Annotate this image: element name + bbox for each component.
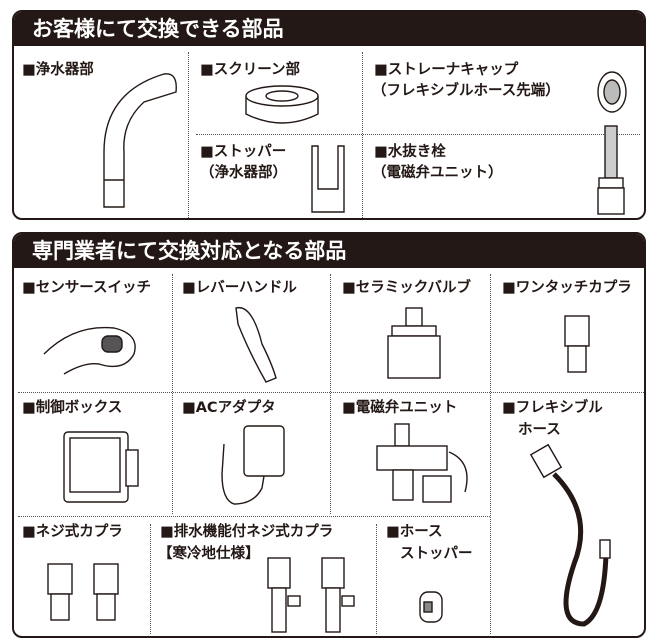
item-label: ■スクリーン部 bbox=[200, 62, 300, 78]
ac-adapter-illustration bbox=[221, 425, 285, 505]
item-label: （浄水器部） bbox=[200, 165, 287, 181]
section-title: 専門業者にて交換対応となる部品 bbox=[14, 234, 644, 268]
item-label: ■セラミックバルブ bbox=[342, 280, 471, 296]
item-label: ■ストレーナキャップ bbox=[374, 62, 519, 78]
screen-illustration bbox=[245, 85, 319, 124]
drain-screw-coupler-illustration bbox=[267, 557, 355, 633]
divider bbox=[490, 274, 491, 634]
solenoid-valve-unit-illustration bbox=[376, 423, 468, 503]
professional-replacement-parts-panel: 専門業者にて交換対応となる部品 ■センサースイッチ ■レバーハンドル ■セラミッ… bbox=[12, 232, 646, 638]
divider bbox=[18, 392, 644, 393]
item-label: ■ホース bbox=[386, 524, 443, 540]
item-label: ■ワンタッチカプラ bbox=[502, 280, 632, 296]
item-label: ■ストッパー bbox=[200, 144, 287, 160]
item-label: ■水抜き栓 bbox=[374, 144, 446, 160]
lever-handle-illustration bbox=[235, 306, 277, 383]
stopper-illustration bbox=[311, 145, 345, 213]
divider bbox=[150, 524, 151, 634]
divider bbox=[330, 274, 331, 514]
item-label: （電磁弁ユニット） bbox=[372, 165, 503, 181]
item-label: ■ACアダプタ bbox=[182, 400, 276, 416]
item-label: ■レバーハンドル bbox=[182, 280, 297, 296]
item-label: 【寒冷地仕様】 bbox=[158, 546, 260, 562]
control-box-illustration bbox=[63, 431, 139, 503]
screw-coupler-illustration bbox=[47, 563, 119, 621]
sensor-switch-illustration bbox=[43, 326, 136, 375]
divider bbox=[188, 52, 189, 218]
flexible-hose-illustration bbox=[529, 443, 611, 627]
divider bbox=[172, 274, 173, 514]
customer-replaceable-parts-panel: お客様にて交換できる部品 ■浄水器部 ■スクリーン部 ■ストッパー （浄水器部）… bbox=[12, 10, 646, 220]
section-title: お客様にて交換できる部品 bbox=[14, 12, 644, 46]
divider bbox=[18, 516, 490, 517]
divider bbox=[376, 524, 377, 634]
item-label: ■排水機能付ネジ式カプラ bbox=[160, 524, 334, 540]
divider bbox=[362, 52, 363, 218]
item-label: ■電磁弁ユニット bbox=[342, 400, 458, 416]
item-label: ■センサースイッチ bbox=[22, 280, 151, 296]
item-label: ストッパー bbox=[400, 546, 473, 562]
item-label: ■ネジ式カプラ bbox=[22, 524, 123, 540]
item-label: ホース bbox=[518, 422, 561, 438]
divider bbox=[196, 134, 640, 135]
item-label: ■フレキシブル bbox=[502, 400, 603, 416]
hose-stopper-illustration bbox=[419, 591, 443, 623]
drain-plug-illustration bbox=[597, 125, 625, 215]
item-label: ■制御ボックス bbox=[22, 400, 123, 416]
item-label: （フレキシブルホース先端） bbox=[372, 83, 560, 99]
one-touch-coupler-illustration bbox=[564, 315, 590, 373]
strainer-cap-illustration bbox=[597, 71, 627, 113]
item-label: ■浄水器部 bbox=[22, 62, 94, 78]
ceramic-valve-illustration bbox=[387, 307, 441, 379]
purifier-illustration bbox=[103, 73, 177, 208]
